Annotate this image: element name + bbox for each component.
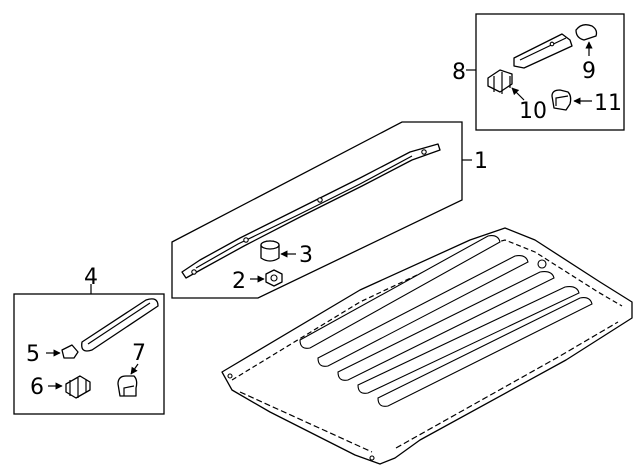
callout-10: 10 xyxy=(519,99,547,124)
callout-11: 11 xyxy=(594,91,622,116)
rear-cover-clip-part-11: 11 xyxy=(551,89,622,116)
callout-5: 5 xyxy=(26,342,40,367)
front-cover-clip-part-5: 5 xyxy=(26,342,79,367)
callout-9: 9 xyxy=(582,59,596,84)
rear-cover-bracket-part-10: 10 xyxy=(487,69,547,124)
front-cover-bracket-part-6: 6 xyxy=(30,375,91,400)
callout-7: 7 xyxy=(132,341,146,366)
callout-4: 4 xyxy=(84,265,98,290)
front-cover-end-cap-part-7: 7 xyxy=(117,341,146,397)
rear-rail-cover xyxy=(513,33,573,69)
rail-nut-part-2: 2 xyxy=(232,269,283,294)
roof-rib-4 xyxy=(357,286,580,394)
roof-rib-3 xyxy=(337,271,555,381)
roof-rail xyxy=(181,143,441,279)
callout-6: 6 xyxy=(30,375,44,400)
callout-3: 3 xyxy=(299,243,313,268)
callout-8: 8 xyxy=(452,60,466,85)
roof-panel xyxy=(221,227,633,465)
roof-rib-2 xyxy=(317,255,529,367)
roof-rib-5 xyxy=(377,297,593,407)
callout-1: 1 xyxy=(474,149,488,174)
roof-rib-1 xyxy=(299,235,501,349)
front-rail-cover xyxy=(81,298,159,352)
callout-2: 2 xyxy=(232,269,246,294)
rail-cap-part-3: 3 xyxy=(260,240,313,268)
rear-cover-end-cap-part-9: 9 xyxy=(575,24,598,84)
